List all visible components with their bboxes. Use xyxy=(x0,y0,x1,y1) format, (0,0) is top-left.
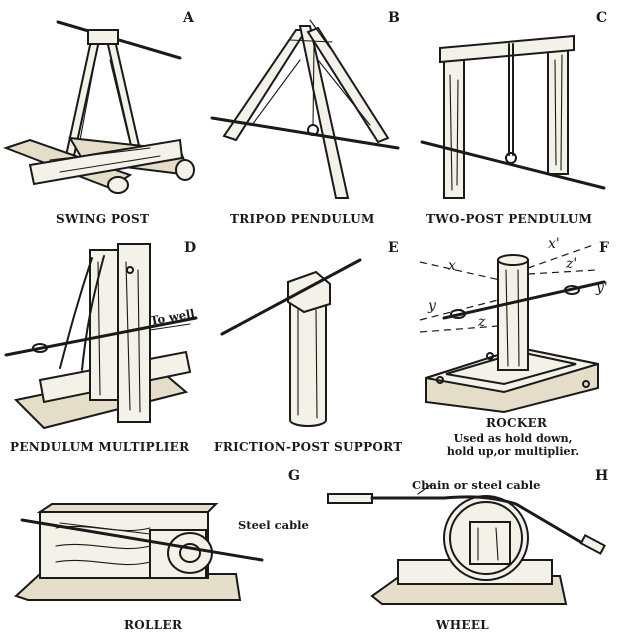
caption-rocker: ROCKER xyxy=(486,416,548,430)
axis-x-prime: x' xyxy=(548,236,560,252)
axis-y: y xyxy=(428,298,436,314)
caption-tripod-pendulum: TRIPOD PENDULUM xyxy=(230,212,375,226)
panel-letter-b: B xyxy=(388,10,400,26)
caption-rocker-sub-line-2: hold up,or multiplier. xyxy=(446,445,580,458)
axis-z-prime: z' xyxy=(566,256,578,272)
caption-two-post-pendulum: TWO-POST PENDULUM xyxy=(426,212,593,226)
panel-letter-g: G xyxy=(288,468,300,484)
caption-swing-post: SWING POST xyxy=(56,212,150,226)
rocker-drawing xyxy=(419,243,606,414)
caption-roller: ROLLER xyxy=(124,618,183,632)
axis-x: x xyxy=(448,258,456,274)
two-post-pendulum-drawing xyxy=(420,34,606,199)
swing-post-drawing xyxy=(3,20,195,194)
friction-post-support-drawing xyxy=(220,258,362,427)
pendulum-multiplier-drawing xyxy=(4,243,198,430)
caption-wheel: WHEEL xyxy=(436,618,490,632)
panel-letter-d: D xyxy=(184,240,197,256)
panel-letter-h: H xyxy=(595,468,609,484)
caption-rocker-sub-line-1: Used as hold down, xyxy=(453,432,573,445)
note-steel-cable: Steel cable xyxy=(238,518,309,532)
panel-letter-f: F xyxy=(599,240,609,256)
wheel-drawing xyxy=(327,483,606,605)
caption-rocker-sub: Used as hold down, hold up,or multiplier… xyxy=(418,432,608,458)
panel-letter-e: E xyxy=(388,240,399,256)
note-chain-or-steel-cable: Chain or steel cable xyxy=(412,478,541,492)
tripod-pendulum-drawing xyxy=(210,19,400,199)
roller-drawing xyxy=(14,503,264,601)
axis-z: z xyxy=(478,314,486,330)
panel-letter-a: A xyxy=(183,10,194,26)
axis-y-prime: y' xyxy=(596,280,608,296)
caption-friction-post-support: FRICTION-POST SUPPORT xyxy=(214,440,403,454)
caption-pendulum-multiplier: PENDULUM MULTIPLIER xyxy=(10,440,190,454)
panel-letter-c: C xyxy=(596,10,608,26)
